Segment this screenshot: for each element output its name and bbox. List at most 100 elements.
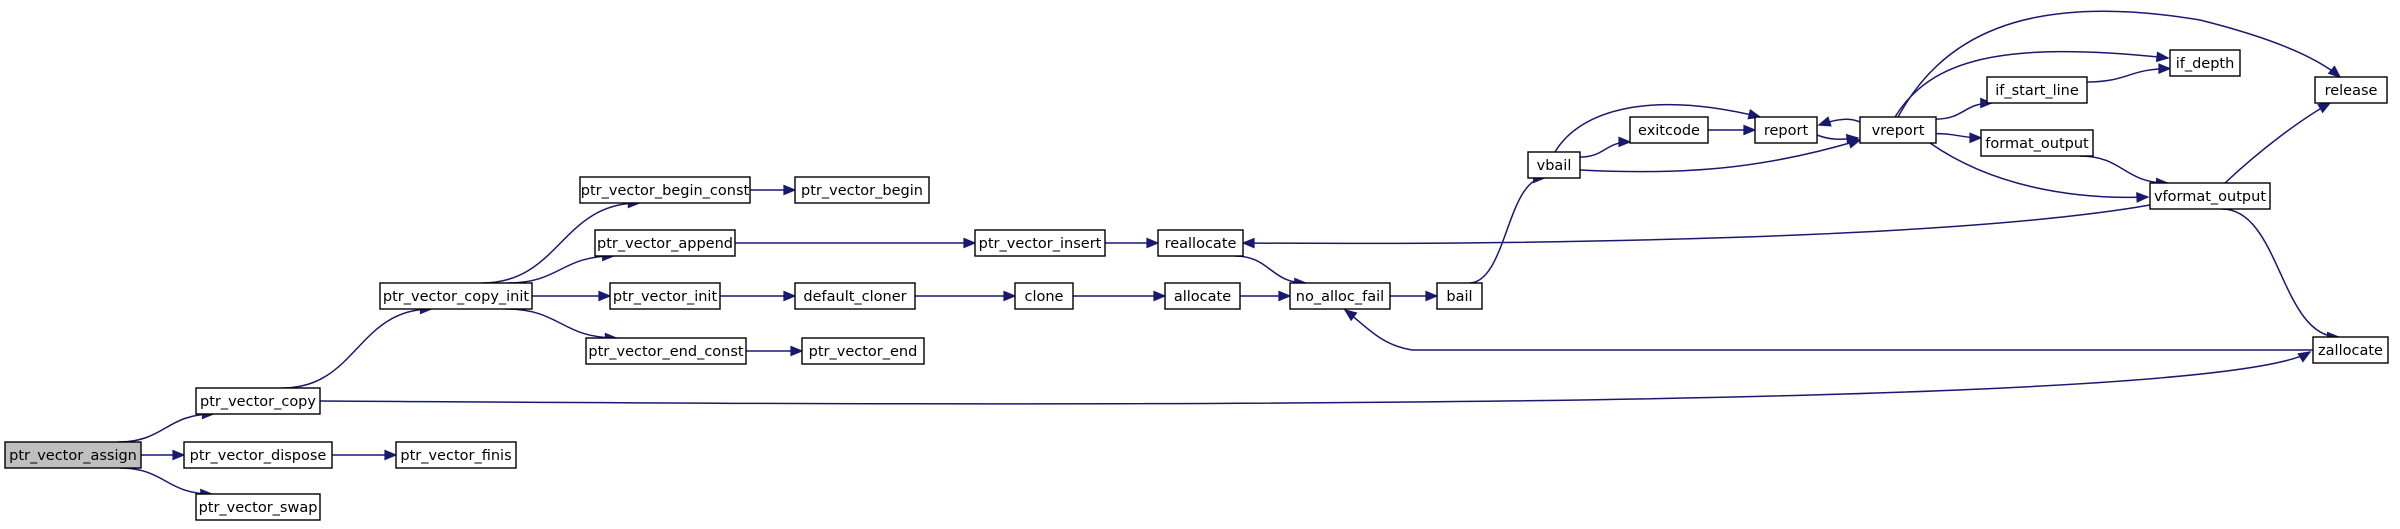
node-default_cloner[interactable]: default_cloner	[794, 282, 916, 310]
edge-ptr_vector_begin_const-to-ptr_vector_begin	[749, 184, 797, 196]
node-label: exitcode	[1638, 123, 1700, 139]
edge-line	[1344, 309, 2313, 351]
edge-clone-to-allocate	[1073, 290, 1167, 302]
node-no_alloc_fail[interactable]: no_alloc_fail	[1289, 282, 1391, 310]
node-box	[1629, 116, 1709, 144]
arrowhead	[963, 237, 977, 249]
edge-ptr_vector_assign-to-ptr_vector_dispose	[140, 449, 186, 461]
node-label: ptr_vector_insert	[979, 236, 1102, 252]
arrowhead	[1241, 237, 1255, 249]
node-label: format_output	[1985, 136, 2089, 152]
edge-line	[282, 308, 432, 389]
edge-line	[2221, 208, 2339, 338]
edge-vformat_output-to-zallocate	[2221, 208, 2341, 343]
arrowhead	[2317, 102, 2332, 114]
node-ptr_vector_dispose[interactable]: ptr_vector_dispose	[183, 441, 333, 469]
node-ptr_vector_copy[interactable]: ptr_vector_copy	[195, 387, 321, 415]
node-box	[2312, 336, 2389, 364]
edge-ptr_vector_copy_init-to-ptr_vector_init	[532, 290, 612, 302]
arrowhead	[1743, 124, 1757, 136]
arrowhead	[1146, 237, 1160, 249]
node-ptr_vector_finis[interactable]: ptr_vector_finis	[395, 441, 517, 469]
arrowhead	[790, 345, 804, 357]
node-bail[interactable]: bail	[1436, 282, 1483, 310]
node-layer: ptr_vector_assign ptr_vector_copy ptr_vect…	[4, 49, 2389, 521]
node-format_output[interactable]: format_output	[1980, 129, 2094, 157]
node-ptr_vector_begin_const[interactable]: ptr_vector_begin_const	[579, 176, 751, 204]
node-reallocate[interactable]: reallocate	[1157, 229, 1244, 257]
arrowhead	[1278, 290, 1292, 302]
node-ptr_vector_init[interactable]: ptr_vector_init	[609, 282, 721, 310]
node-ptr_vector_end[interactable]: ptr_vector_end	[801, 337, 925, 365]
edge-line	[119, 467, 212, 495]
edge-line	[1468, 177, 1545, 284]
node-ptr_vector_end_const[interactable]: ptr_vector_end_const	[585, 337, 747, 365]
node-box	[1289, 282, 1391, 310]
node-if_start_line[interactable]: if_start_line	[1986, 76, 2088, 104]
node-box	[1014, 282, 1074, 310]
edge-layer	[117, 10, 2342, 500]
node-label: report	[1764, 123, 1809, 139]
arrowhead	[1343, 309, 1358, 322]
arrowhead	[1969, 132, 1983, 144]
arrowhead	[2158, 63, 2172, 74]
node-allocate[interactable]: allocate	[1164, 282, 1241, 310]
node-label: zallocate	[2318, 343, 2383, 359]
node-ptr_vector_copy_init[interactable]: ptr_vector_copy_init	[379, 282, 533, 310]
node-ptr_vector_swap[interactable]: ptr_vector_swap	[195, 493, 321, 521]
node-ptr_vector_insert[interactable]: ptr_vector_insert	[974, 229, 1106, 257]
edge-no_alloc_fail-to-bail	[1390, 290, 1439, 302]
node-box	[794, 176, 930, 204]
edge-line	[1579, 139, 1861, 173]
node-label: ptr_vector_begin	[801, 183, 923, 199]
node-label: vformat_output	[2154, 189, 2266, 205]
edge-line	[1897, 10, 2341, 118]
edge-ptr_vector_append-to-ptr_vector_insert	[735, 237, 977, 249]
node-label: ptr_vector_dispose	[190, 448, 327, 464]
edge-ptr_vector_end_const-to-ptr_vector_end	[745, 345, 804, 357]
node-label: ptr_vector_copy_init	[383, 289, 529, 305]
node-label: ptr_vector_end	[809, 344, 918, 360]
node-box	[2314, 76, 2388, 104]
arrowhead	[1425, 290, 1439, 302]
node-label: allocate	[1174, 289, 1231, 305]
node-box	[379, 282, 533, 310]
arrowhead	[783, 290, 797, 302]
edge-line	[2086, 67, 2171, 83]
node-box	[1980, 129, 2094, 157]
node-clone[interactable]: clone	[1014, 282, 1074, 310]
node-box	[1859, 116, 1937, 144]
node-exitcode[interactable]: exitcode	[1629, 116, 1709, 144]
node-zallocate[interactable]: zallocate	[2312, 336, 2389, 364]
node-report[interactable]: report	[1754, 116, 1818, 144]
node-ptr_vector_append[interactable]: ptr_vector_append	[594, 229, 736, 257]
edge-ptr_vector_copy-to-zallocate	[319, 351, 2312, 405]
node-vreport[interactable]: vreport	[1859, 116, 1937, 144]
edge-vformat_output-to-reallocate	[1241, 204, 2151, 249]
node-label: ptr_vector_swap	[199, 500, 318, 516]
edge-vreport-to-report	[1817, 116, 1861, 127]
node-vformat_output[interactable]: vformat_output	[2149, 182, 2271, 210]
edge-line	[319, 351, 2311, 405]
node-label: ptr_vector_assign	[9, 448, 137, 464]
edge-ptr_vector_copy-to-ptr_vector_copy_init	[282, 303, 434, 389]
node-box	[974, 229, 1106, 257]
node-box	[1527, 151, 1581, 179]
node-label: vbail	[1537, 158, 1572, 174]
edge-line	[505, 308, 617, 339]
node-release[interactable]: release	[2314, 76, 2388, 104]
arrowhead	[1153, 290, 1167, 302]
node-label: ptr_vector_append	[597, 236, 733, 252]
node-label: ptr_vector_init	[613, 289, 718, 305]
node-if_depth[interactable]: if_depth	[2169, 49, 2241, 77]
node-vbail[interactable]: vbail	[1527, 151, 1581, 179]
node-ptr_vector_begin[interactable]: ptr_vector_begin	[794, 176, 930, 204]
edge-line	[117, 413, 214, 443]
edge-ptr_vector_insert-to-reallocate	[1105, 237, 1160, 249]
arrowhead	[598, 290, 612, 302]
node-label: if_start_line	[1995, 83, 2079, 99]
node-box	[801, 337, 925, 365]
node-ptr_vector_assign[interactable]: ptr_vector_assign	[4, 441, 142, 469]
arrowhead	[783, 184, 797, 196]
